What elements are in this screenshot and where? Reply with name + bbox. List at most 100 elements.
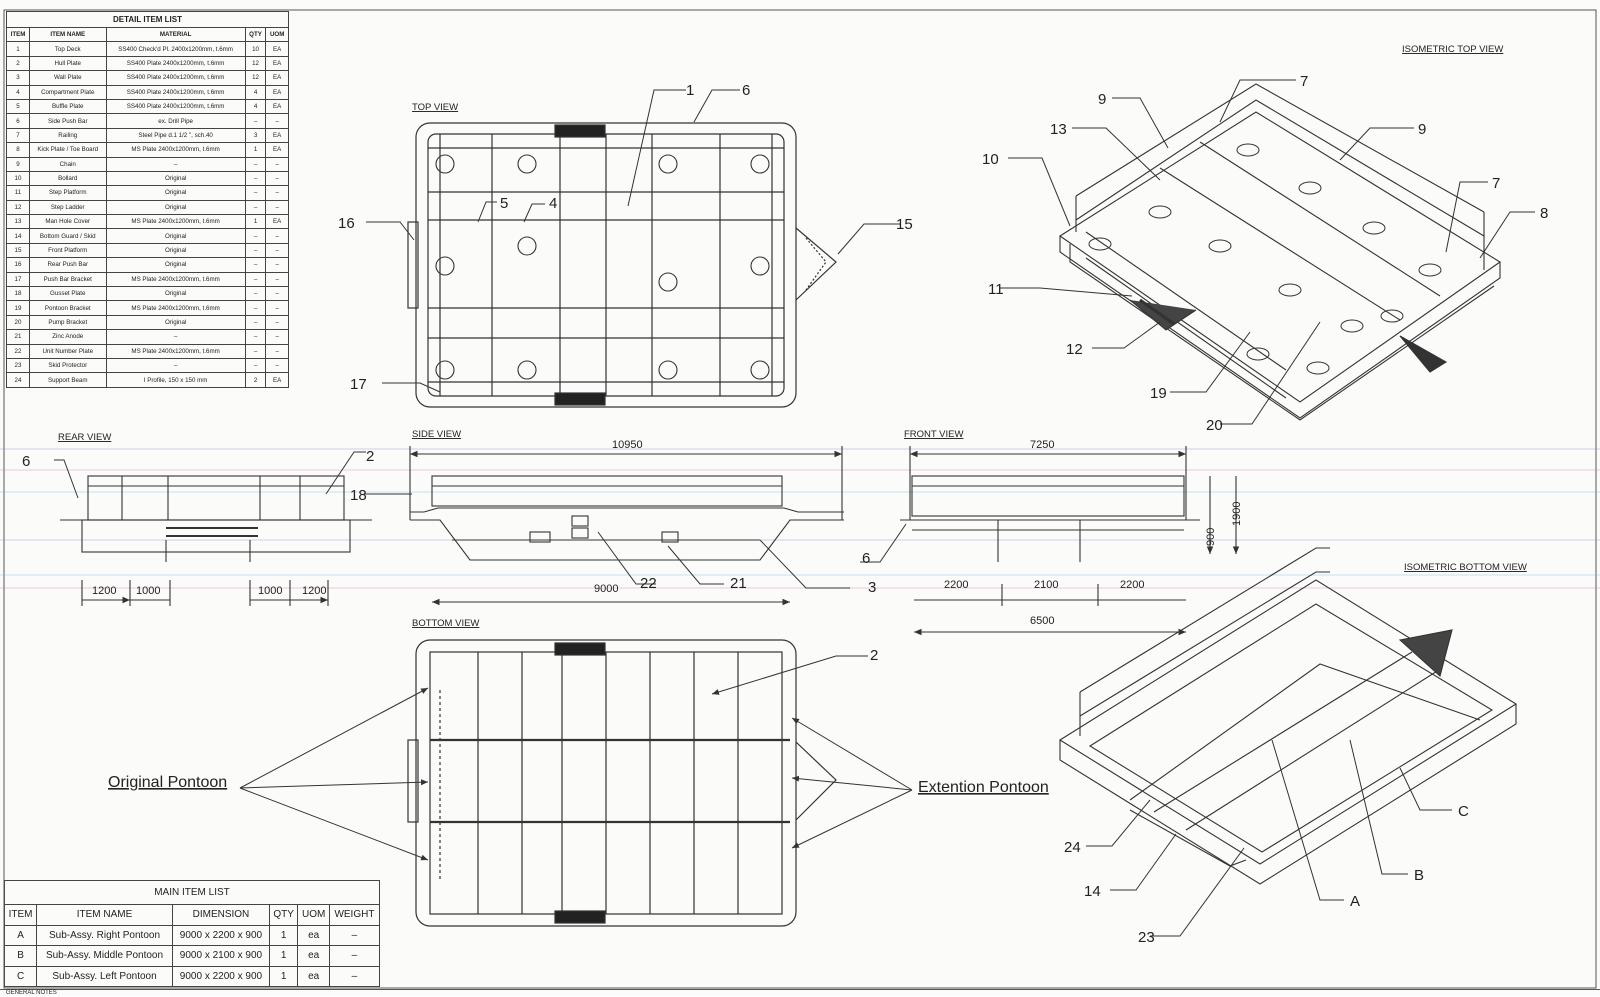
callout-6-top: 6	[742, 82, 750, 99]
main-list-title: MAIN ITEM LIST	[4, 880, 380, 905]
callout-10: 10	[982, 151, 999, 168]
callout-C: C	[1458, 803, 1469, 820]
manhole-cover	[435, 360, 455, 380]
iso-manhole-cover	[1298, 181, 1322, 195]
callout-17: 17	[350, 376, 367, 393]
dim-rear-seg4: 1200	[302, 585, 326, 597]
original-pontoon-label: Original Pontoon	[108, 774, 227, 791]
side-view	[409, 446, 844, 606]
iso-manhole-cover	[1236, 143, 1260, 157]
manhole-cover	[750, 154, 770, 174]
callout-16: 16	[338, 215, 355, 232]
callout-2-rear: 2	[366, 448, 374, 465]
dim-rear-seg2: 1000	[136, 585, 160, 597]
callout-24: 24	[1064, 839, 1081, 856]
detail-list-cell: EA	[265, 70, 289, 86]
front-view-title: FRONT VIEW	[904, 429, 963, 440]
dim-front-width: 7250	[1030, 439, 1054, 451]
callout-A: A	[1350, 893, 1360, 910]
callout-19: 19	[1150, 385, 1167, 402]
manhole-cover	[658, 272, 678, 292]
top-view	[407, 122, 837, 408]
dim-front-seg2: 2100	[1034, 579, 1058, 591]
front-view	[900, 446, 1240, 636]
main-list-cell: Sub-Assy. Left Pontoon	[36, 965, 173, 987]
scan-lines	[0, 448, 1600, 589]
detail-list-cell: –	[265, 170, 289, 187]
isometric-top-manholes	[1088, 143, 1442, 375]
manhole-cover	[658, 154, 678, 174]
dim-front-seg3: 2200	[1120, 579, 1144, 591]
title-block-strip: GENERAL NOTES	[0, 989, 1600, 997]
iso-manhole-cover	[1148, 205, 1172, 219]
detail-list-cell: EA	[265, 84, 289, 100]
callout-7-a: 7	[1300, 73, 1308, 90]
manhole-cover	[517, 360, 537, 380]
dim-front-seg1: 2200	[944, 579, 968, 591]
iso-manhole-cover	[1362, 221, 1386, 235]
iso-manhole-cover	[1208, 239, 1232, 253]
callout-23: 23	[1138, 929, 1155, 946]
dim-front-h1: 900	[1205, 528, 1217, 546]
isometric-top-view	[1059, 83, 1502, 421]
callout-12: 12	[1066, 341, 1083, 358]
iso-manhole-cover	[1278, 283, 1302, 297]
callout-5: 5	[500, 195, 508, 212]
callout-15: 15	[896, 216, 913, 233]
manhole-cover	[658, 360, 678, 380]
iso-manhole-cover	[1306, 361, 1330, 375]
callout-14: 14	[1084, 883, 1101, 900]
iso-manhole-cover	[1246, 347, 1270, 361]
detail-list-cell: EA	[265, 372, 289, 388]
callout-11: 11	[988, 281, 1004, 298]
callout-8: 8	[1540, 205, 1548, 222]
manhole-cover	[435, 256, 455, 276]
callout-9-b: 9	[1418, 121, 1426, 138]
detail-list-cell: 2	[6, 55, 30, 72]
callout-B: B	[1414, 867, 1424, 884]
general-notes-label: GENERAL NOTES	[6, 990, 57, 996]
detail-list-cell: –	[265, 314, 289, 331]
callout-22: 22	[640, 575, 657, 592]
iso-manhole-cover	[1380, 309, 1404, 323]
detail-list-cell: I Profile, 150 x 150 mm	[105, 372, 246, 388]
dim-rear-seg1: 1200	[92, 585, 116, 597]
dim-side-length: 10950	[612, 439, 643, 451]
bottom-view-title: BOTTOM VIEW	[412, 618, 479, 629]
dim-front-h2: 1900	[1231, 502, 1243, 526]
manhole-cover	[517, 154, 537, 174]
main-list-cell: –	[328, 965, 381, 987]
dim-front-inner: 6500	[1030, 615, 1054, 627]
callout-4: 4	[549, 195, 557, 212]
callout-6-rear: 6	[22, 453, 30, 470]
detail-list-cell: 24	[6, 372, 30, 388]
main-list-cell: 1	[268, 965, 299, 987]
extension-pontoon-label: Extention Pontoon	[918, 779, 1049, 796]
isometric-top-view-title: ISOMETRIC TOP VIEW	[1402, 44, 1503, 55]
detail-list-cell: 9	[6, 156, 30, 172]
manhole-cover	[750, 256, 770, 276]
iso-manhole-cover	[1340, 319, 1364, 333]
callout-18: 18	[350, 487, 367, 504]
top-view-manholes	[435, 154, 770, 380]
callout-6-front: 6	[862, 550, 870, 567]
isometric-bottom-view	[1058, 547, 1518, 885]
callout-9-a: 9	[1098, 91, 1106, 108]
dim-rear-seg3: 1000	[258, 585, 282, 597]
manhole-cover	[750, 360, 770, 380]
